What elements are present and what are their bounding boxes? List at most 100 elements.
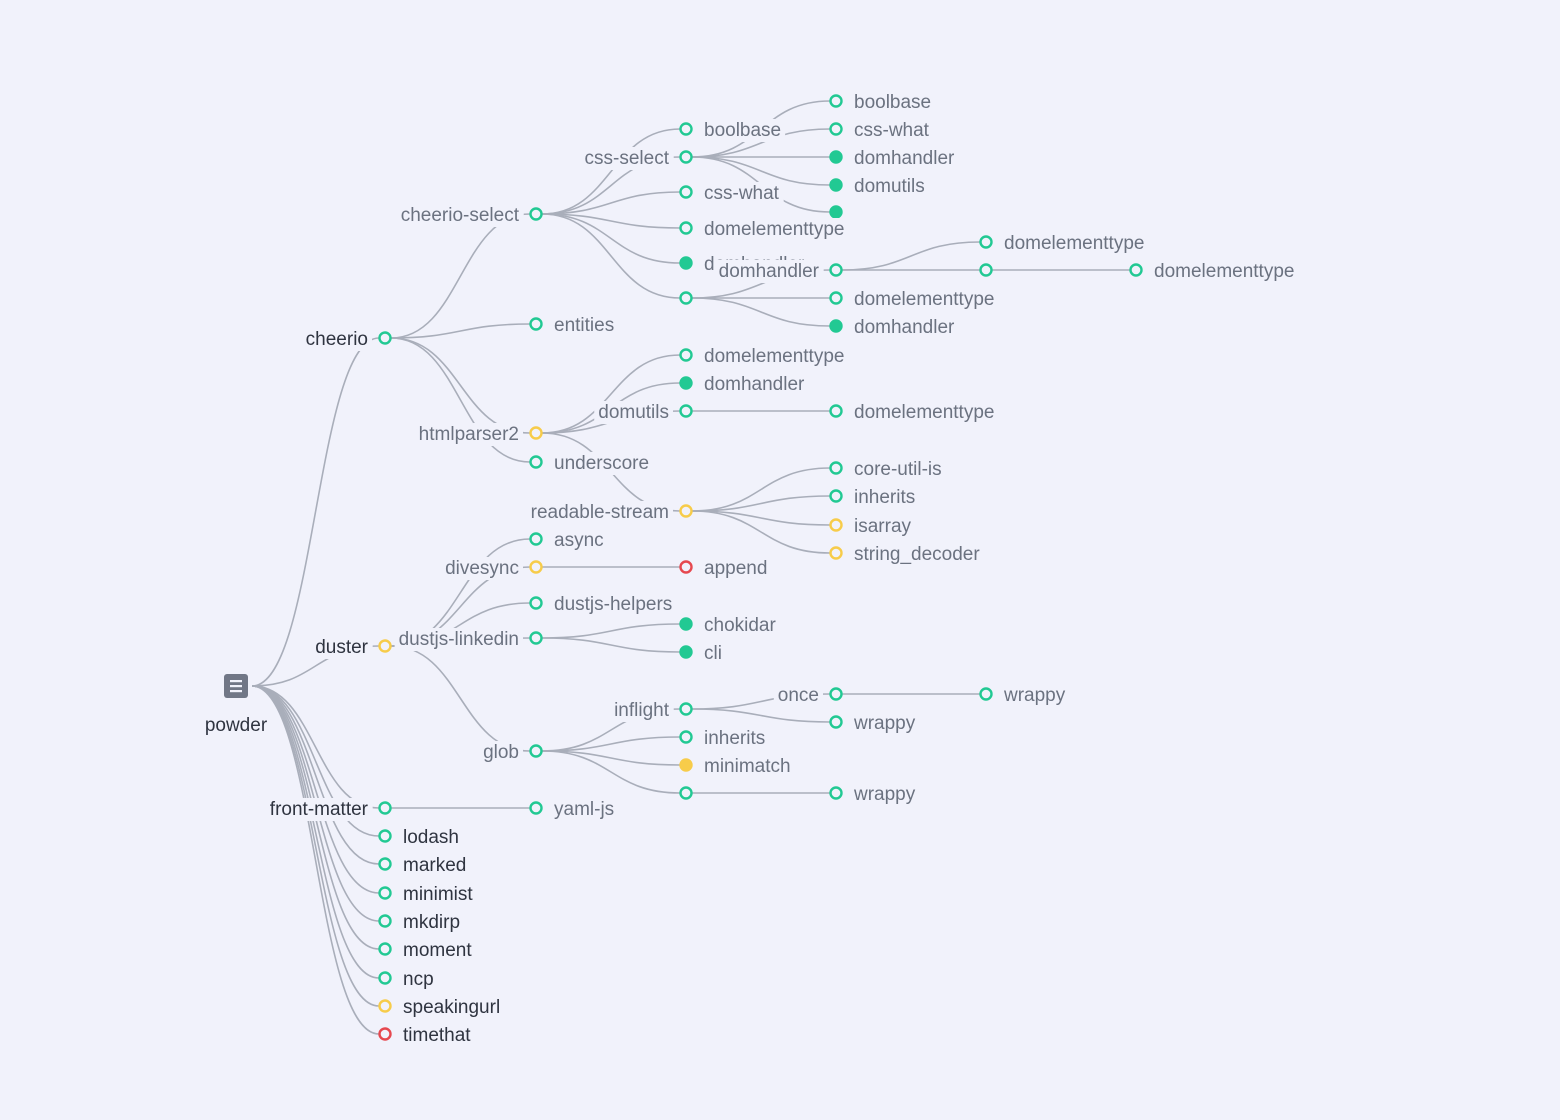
tree-node-unlabeled[interactable] (829, 205, 843, 219)
node-status-dot[interactable] (378, 639, 392, 653)
node-status-dot[interactable] (829, 786, 843, 800)
tree-node-boolbase[interactable]: boolbase (679, 119, 786, 142)
node-status-dot[interactable] (679, 758, 693, 772)
tree-node-minimatch[interactable]: minimatch (679, 755, 795, 778)
node-status-dot[interactable] (529, 532, 543, 546)
node-status-dot[interactable] (378, 331, 392, 345)
tree-node-domelementtype[interactable]: domelementtype (829, 401, 999, 424)
tree-node-unlabeled[interactable] (679, 291, 693, 305)
node-status-dot[interactable] (679, 504, 693, 518)
node-status-dot[interactable] (529, 596, 543, 610)
tree-node-boolbase[interactable]: boolbase (829, 91, 936, 114)
tree-node-async[interactable]: async (529, 529, 608, 552)
node-status-dot[interactable] (679, 376, 693, 390)
node-status-dot[interactable] (529, 455, 543, 469)
node-status-dot[interactable] (829, 319, 843, 333)
tree-node-entities[interactable]: entities (529, 314, 619, 337)
tree-node-css-select[interactable]: css-select (580, 147, 693, 170)
tree-node-yaml-js[interactable]: yaml-js (529, 798, 619, 821)
node-status-dot[interactable] (679, 221, 693, 235)
node-status-dot[interactable] (378, 999, 392, 1013)
node-status-dot[interactable] (829, 178, 843, 192)
tree-node-ncp[interactable]: ncp (378, 968, 438, 991)
node-status-dot[interactable] (378, 886, 392, 900)
tree-node-domelementtype[interactable]: domelementtype (979, 232, 1149, 255)
tree-node-domelementtype[interactable]: domelementtype (1129, 260, 1299, 283)
tree-node-isarray[interactable]: isarray (829, 515, 916, 538)
tree-node-minimist[interactable]: minimist (378, 883, 478, 906)
tree-node-speakingurl[interactable]: speakingurl (378, 996, 505, 1019)
node-status-dot[interactable] (1129, 263, 1143, 277)
tree-node-once[interactable]: once (773, 684, 843, 707)
tree-node-inflight[interactable]: inflight (610, 699, 693, 722)
node-status-dot[interactable] (679, 348, 693, 362)
root-node[interactable]: powder (205, 674, 268, 736)
node-status-dot[interactable] (679, 404, 693, 418)
tree-node-dustjs-linkedin[interactable]: dustjs-linkedin (394, 628, 543, 651)
tree-node-domhandler[interactable]: domhandler (714, 260, 843, 283)
node-status-dot[interactable] (679, 617, 693, 631)
node-status-dot[interactable] (378, 914, 392, 928)
tree-node-cheerio-select[interactable]: cheerio-select (396, 204, 543, 227)
node-status-dot[interactable] (829, 489, 843, 503)
node-status-dot[interactable] (378, 801, 392, 815)
node-status-dot[interactable] (979, 687, 993, 701)
tree-node-wrappy[interactable]: wrappy (979, 684, 1070, 707)
tree-node-domhandler[interactable]: domhandler (829, 147, 960, 170)
node-status-dot[interactable] (679, 702, 693, 716)
tree-node-moment[interactable]: moment (378, 939, 477, 962)
tree-node-css-what[interactable]: css-what (679, 182, 784, 205)
node-status-dot[interactable] (679, 185, 693, 199)
tree-node-cli[interactable]: cli (679, 642, 726, 665)
tree-node-domhandler[interactable]: domhandler (679, 373, 810, 396)
node-status-dot[interactable] (829, 263, 843, 277)
node-status-dot[interactable] (679, 645, 693, 659)
tree-node-wrappy[interactable]: wrappy (829, 783, 920, 806)
node-status-dot[interactable] (679, 150, 693, 164)
tree-node-mkdirp[interactable]: mkdirp (378, 911, 465, 934)
node-status-dot[interactable] (529, 317, 543, 331)
node-status-dot[interactable] (829, 122, 843, 136)
tree-node-front-matter[interactable]: front-matter (265, 798, 392, 821)
node-status-dot[interactable] (829, 94, 843, 108)
node-status-dot[interactable] (979, 235, 993, 249)
node-status-dot[interactable] (679, 291, 693, 305)
node-status-dot[interactable] (829, 461, 843, 475)
node-status-dot[interactable] (529, 426, 543, 440)
node-status-dot[interactable] (829, 546, 843, 560)
node-status-dot[interactable] (829, 687, 843, 701)
tree-node-inherits[interactable]: inherits (829, 486, 920, 509)
tree-node-unlabeled[interactable] (679, 786, 693, 800)
tree-node-marked[interactable]: marked (378, 854, 471, 877)
tree-node-divesync[interactable]: divesync (441, 557, 543, 580)
tree-node-duster[interactable]: duster (311, 636, 392, 659)
node-status-dot[interactable] (679, 730, 693, 744)
tree-node-domelementtype[interactable]: domelementtype (679, 218, 849, 241)
node-status-dot[interactable] (378, 971, 392, 985)
tree-node-css-what[interactable]: css-what (829, 119, 934, 142)
tree-node-core-util-is[interactable]: core-util-is (829, 458, 946, 481)
node-status-dot[interactable] (529, 744, 543, 758)
tree-node-timethat[interactable]: timethat (378, 1024, 476, 1047)
tree-node-domutils[interactable]: domutils (829, 175, 929, 198)
tree-node-glob[interactable]: glob (479, 741, 543, 764)
node-status-dot[interactable] (529, 801, 543, 815)
node-status-dot[interactable] (378, 942, 392, 956)
tree-node-append[interactable]: append (679, 557, 772, 580)
node-status-dot[interactable] (829, 518, 843, 532)
node-status-dot[interactable] (378, 829, 392, 843)
node-status-dot[interactable] (979, 263, 993, 277)
tree-node-readable-stream[interactable]: readable-stream (526, 501, 693, 524)
tree-node-dustjs-helpers[interactable]: dustjs-helpers (529, 593, 677, 616)
tree-node-string-decoder[interactable]: string_decoder (829, 543, 985, 566)
node-status-dot[interactable] (679, 786, 693, 800)
node-status-dot[interactable] (529, 207, 543, 221)
tree-node-cheerio[interactable]: cheerio (301, 328, 392, 351)
node-status-dot[interactable] (529, 631, 543, 645)
tree-node-chokidar[interactable]: chokidar (679, 614, 781, 637)
node-status-dot[interactable] (378, 857, 392, 871)
node-status-dot[interactable] (829, 205, 843, 219)
tree-node-lodash[interactable]: lodash (378, 826, 464, 849)
node-status-dot[interactable] (679, 122, 693, 136)
node-status-dot[interactable] (679, 560, 693, 574)
